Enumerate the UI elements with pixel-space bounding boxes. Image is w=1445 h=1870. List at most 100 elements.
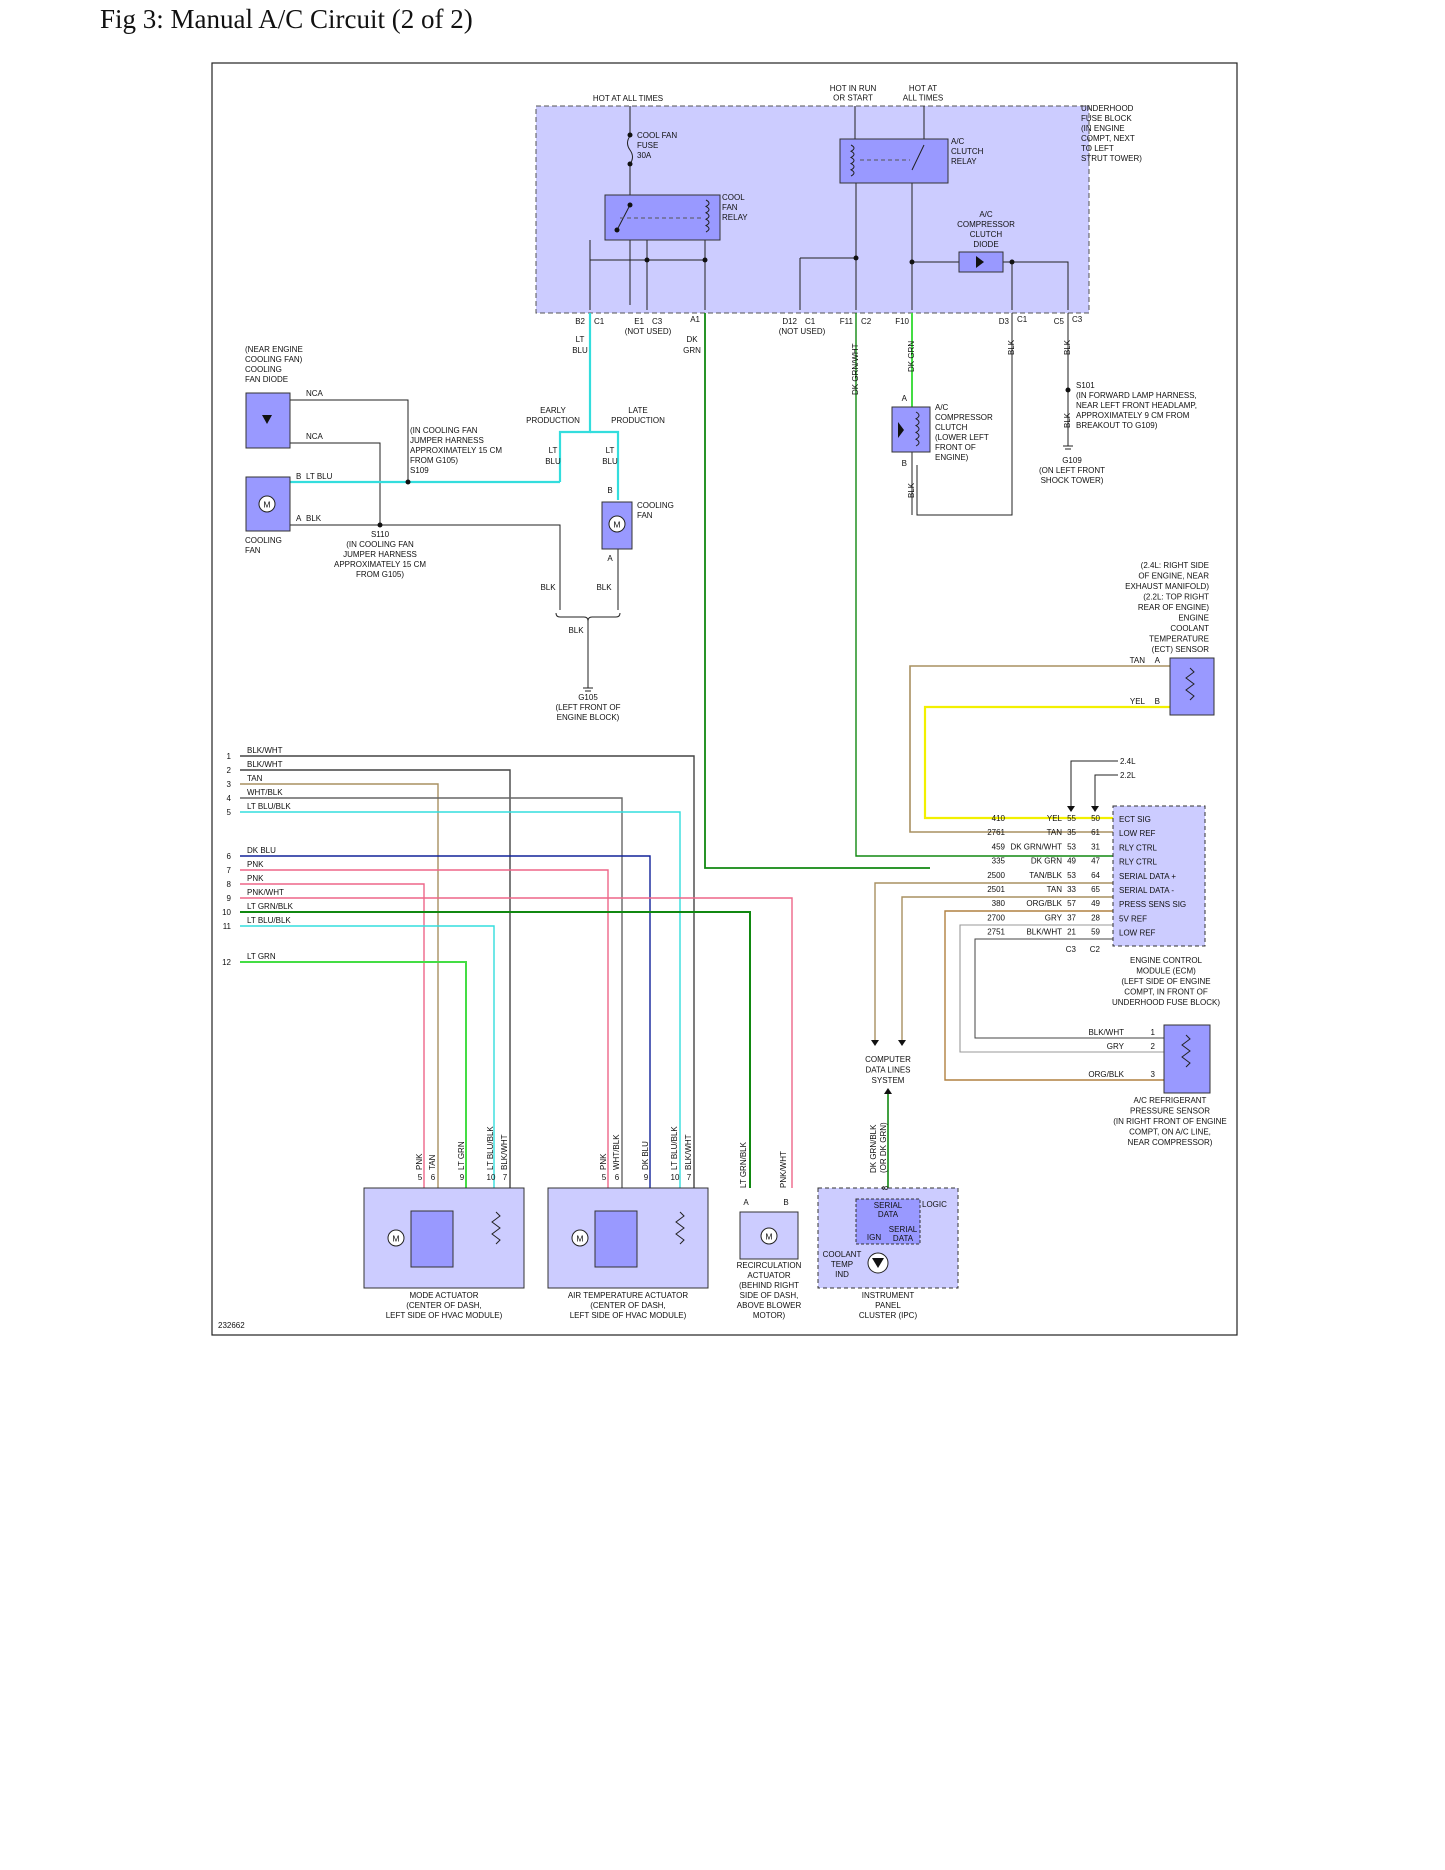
cooling-fan-mid-motor-letter: M bbox=[613, 520, 620, 530]
ecm-conn-c2: C2 bbox=[1090, 945, 1101, 954]
mode-actuator-motor-letter: M bbox=[392, 1234, 399, 1244]
recirc-label: (BEHIND RIGHT bbox=[739, 1281, 799, 1290]
early-blu: BLU bbox=[545, 457, 561, 466]
ecm-pin22-7: 28 bbox=[1091, 913, 1100, 922]
mode-actuator-pin-6: 6 bbox=[431, 1173, 436, 1182]
ac-clutch-relay bbox=[839, 138, 949, 184]
conn-b2-c1: C1 bbox=[594, 317, 605, 326]
pressure-sensor-label: NEAR COMPRESSOR) bbox=[1128, 1138, 1213, 1147]
ecm-color-5: TAN bbox=[1047, 885, 1063, 894]
g105-label: (LEFT FRONT OF bbox=[555, 703, 620, 712]
ecm-pinlabel-0: ECT SIG bbox=[1119, 815, 1151, 824]
clutch-pin-a: A bbox=[902, 394, 908, 403]
fuse-block-name: UNDERHOOD bbox=[1081, 104, 1134, 113]
cool-fan-relay-coil bbox=[704, 199, 710, 233]
early-production: EARLY bbox=[540, 406, 566, 415]
press-color-1: GRY bbox=[1107, 1042, 1125, 1051]
s110-label: FROM G105) bbox=[356, 570, 404, 579]
ect-pin-a: A bbox=[1155, 656, 1161, 665]
ecm-pin24-7: 37 bbox=[1067, 913, 1076, 922]
data-lines-label: SYSTEM bbox=[872, 1076, 905, 1085]
sel-24-arrow bbox=[1067, 806, 1075, 812]
ect-sensor-label: REAR OF ENGINE) bbox=[1138, 603, 1209, 612]
tan-ect-low-ref bbox=[909, 665, 1170, 833]
cool-fan-fuse-label: FUSE bbox=[637, 141, 658, 150]
b2-lt: LT bbox=[576, 335, 585, 344]
mode-actuator-motor-body bbox=[410, 1210, 454, 1268]
mid-fan-pin-a: A bbox=[607, 554, 613, 563]
ecm-circuit-7: 2700 bbox=[987, 913, 1005, 922]
blk-wht-low-ref bbox=[974, 938, 1164, 1039]
clutch-coil bbox=[914, 411, 920, 447]
ecm-pinlabel-7: 5V REF bbox=[1119, 914, 1147, 923]
left-wire-num-4: 4 bbox=[227, 794, 232, 803]
air-temp-actuator-motor-body bbox=[594, 1210, 638, 1268]
left-wire-10 bbox=[240, 911, 751, 1188]
g105-label: ENGINE BLOCK) bbox=[557, 713, 620, 722]
air-temp-actuator-wire-3: LT BLU/BLK bbox=[670, 1126, 679, 1170]
ipc-ign: IGN bbox=[867, 1233, 881, 1242]
gry-5v-ref bbox=[959, 924, 1164, 1053]
ecm-circuit-3: 335 bbox=[992, 857, 1006, 866]
fan-diode-label: (NEAR ENGINE bbox=[245, 345, 303, 354]
ipc-wire-color-alt: (OR DK GRN) bbox=[879, 1122, 888, 1173]
s101-dot bbox=[1065, 387, 1071, 393]
left-wire-color-2: BLK/WHT bbox=[247, 760, 283, 769]
dot-relay-bus bbox=[702, 257, 708, 263]
fuse-block-name: COMPT, NEXT bbox=[1081, 134, 1135, 143]
compressor-clutch-label: ENGINE) bbox=[935, 453, 969, 462]
diode-icon bbox=[976, 256, 984, 268]
s110-dot bbox=[377, 522, 383, 528]
cool-fan-fuse-label: 30A bbox=[637, 151, 652, 160]
ecm-circuit-8: 2751 bbox=[987, 928, 1005, 937]
a1-grn: GRN bbox=[683, 346, 701, 355]
sel-24-label: 2.4L bbox=[1120, 757, 1136, 766]
ipc-label: INSTRUMENT bbox=[862, 1291, 915, 1300]
late-production: PRODUCTION bbox=[611, 416, 665, 425]
dot-d12 bbox=[853, 255, 859, 261]
g105-label: G105 bbox=[578, 693, 598, 702]
ecm-circuit-5: 2501 bbox=[987, 885, 1005, 894]
mode-actuator-wire-3: LT BLU/BLK bbox=[486, 1126, 495, 1170]
conn-a1: A1 bbox=[690, 315, 700, 324]
ect-sensor bbox=[1169, 657, 1215, 716]
left-wire-color-5: LT BLU/BLK bbox=[247, 802, 291, 811]
ecm-pinlabel-8: LOW REF bbox=[1119, 929, 1156, 938]
left-wire-8 bbox=[240, 883, 425, 1188]
ipc-serial-block bbox=[855, 1198, 921, 1245]
ecm-label: COMPT, IN FRONT OF bbox=[1124, 988, 1208, 997]
press-pin-2: 3 bbox=[1151, 1070, 1156, 1079]
data-lines-label: COMPUTER bbox=[865, 1055, 911, 1064]
left-wire-num-3: 3 bbox=[227, 780, 232, 789]
b2-blu: BLU bbox=[572, 346, 588, 355]
mode-actuator-label: LEFT SIDE OF HVAC MODULE) bbox=[386, 1311, 503, 1320]
ground-brace bbox=[555, 612, 621, 622]
ipc-label: PANEL bbox=[875, 1301, 901, 1310]
dk-grn-a1 bbox=[704, 313, 930, 869]
dot-d3 bbox=[1009, 259, 1015, 265]
s101-wire-color: BLK bbox=[1063, 412, 1072, 428]
clutch-diode-icon bbox=[898, 422, 904, 438]
ecm-label: (LEFT SIDE OF ENGINE bbox=[1121, 977, 1210, 986]
air-temp-actuator-pin-6: 6 bbox=[615, 1173, 620, 1182]
left-wire-num-9: 9 bbox=[227, 894, 232, 903]
fan-diode-label: FAN DIODE bbox=[245, 375, 288, 384]
sel-22 bbox=[1094, 774, 1118, 806]
pressure-sensor-label: A/C REFRIGERANT bbox=[1134, 1096, 1207, 1105]
recirc-pin-a: A bbox=[743, 1198, 749, 1207]
air-temp-actuator-wire-0: PNK bbox=[599, 1153, 608, 1170]
recirc-wire-b: PNK/WHT bbox=[779, 1151, 788, 1188]
left-wire-9 bbox=[240, 897, 793, 1188]
serial-plus-arrow bbox=[871, 1040, 879, 1046]
d12-not-used: (NOT USED) bbox=[779, 327, 826, 336]
left-wire-color-7: PNK bbox=[247, 860, 264, 869]
ecm-pinlabel-1: LOW REF bbox=[1119, 829, 1156, 838]
s110-label: JUMPER HARNESS bbox=[343, 550, 417, 559]
ecm-pinlabel-6: PRESS SENS SIG bbox=[1119, 900, 1186, 909]
ecm-pin22-3: 47 bbox=[1091, 857, 1100, 866]
left-wire-num-6: 6 bbox=[227, 852, 232, 861]
mode-actuator-pot bbox=[491, 1211, 501, 1245]
nca-upper bbox=[267, 399, 409, 482]
diode-to-c5 bbox=[1003, 261, 1069, 310]
